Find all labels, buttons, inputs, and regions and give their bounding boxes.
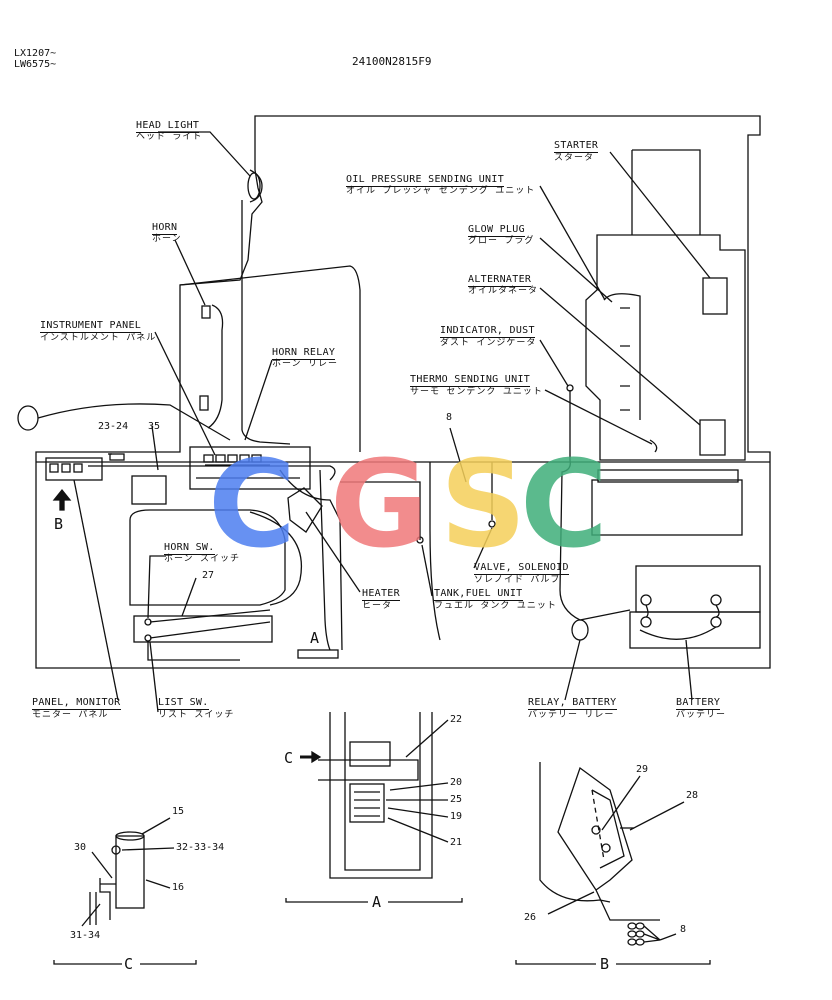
- horn-relay-label: HORN RELAY: [272, 347, 336, 360]
- part-number-31-34: 31-34: [70, 930, 101, 941]
- part-number-16: 16: [172, 882, 185, 893]
- horn-relay-label-jp: ホーン リレー: [272, 359, 338, 369]
- serial-range-1: LX1207~: [14, 48, 57, 59]
- part-number-20: 20: [450, 777, 463, 788]
- valve-solenoid-label: VALVE, SOLENOID: [474, 562, 569, 575]
- tank-fuel-label: TANK,FUEL UNIT: [434, 588, 523, 601]
- part-number-27: 27: [202, 570, 215, 581]
- battery-label: BATTERY: [676, 697, 721, 710]
- view-title-c: C: [124, 955, 134, 973]
- instrument-panel-label: INSTRUMENT PANEL: [40, 320, 142, 333]
- valve-solenoid-label-jp: ソレノイド バルブ: [474, 575, 561, 585]
- watermark-letter-1: C: [208, 436, 296, 575]
- relay-battery-label-jp: バッテリー リレー: [528, 710, 615, 720]
- watermark-letter-2: G: [330, 436, 429, 575]
- part-number-8-view-b: 8: [680, 924, 687, 935]
- thermo-sending-label-jp: サーモ センデンク ユニット: [410, 387, 543, 397]
- panel-monitor-label-jp: モニター パネル: [32, 710, 109, 720]
- machine-outline: [35, 115, 771, 669]
- part-number-28: 28: [686, 790, 699, 801]
- oil-pressure-label-jp: オイル プレッシャ センデング ユニット: [346, 186, 536, 196]
- serial-range-2: LW6575~: [14, 59, 57, 70]
- part-number-19: 19: [450, 811, 463, 822]
- watermark-letter-3: S: [440, 436, 526, 575]
- instrument-panel-label-jp: インストルメント パネル: [40, 333, 157, 343]
- part-number-32-33-34: 32-33-34: [176, 842, 225, 853]
- head-light-label-jp: ヘッド ライト: [136, 132, 203, 142]
- indicator-dust-label: INDICATOR, DUST: [440, 325, 535, 338]
- part-number: 24100N2815F9: [352, 55, 432, 68]
- alternater-label-jp: オイルタネータ: [468, 286, 539, 296]
- part-number-23-24: 23-24: [98, 421, 129, 432]
- part-number-21: 21: [450, 837, 463, 848]
- part-number-22: 22: [450, 714, 463, 725]
- horn-label-jp: ホーン: [152, 234, 182, 244]
- horn-label: HORN: [152, 222, 178, 235]
- glow-plug-label-jp: グロー プラグ: [468, 236, 535, 246]
- starter-label: STARTER: [554, 140, 599, 153]
- alternater-label: ALTERNATER: [468, 274, 532, 287]
- list-sw-label: LIST SW.: [158, 697, 209, 710]
- part-number-35: 35: [148, 421, 161, 432]
- head-light-label: HEAD LIGHT: [136, 120, 200, 133]
- watermark-letter-4: C: [520, 436, 608, 575]
- part-number-15: 15: [172, 806, 185, 817]
- part-number-30: 30: [74, 842, 87, 853]
- glow-plug-label: GLOW PLUG: [468, 224, 525, 237]
- heater-label: HEATER: [362, 588, 400, 601]
- part-number-25: 25: [450, 794, 463, 805]
- view-marker-a: A: [310, 629, 320, 647]
- indicator-dust-label-jp: ダスト インジケータ: [440, 338, 537, 348]
- battery-label-jp: バッテリー: [676, 710, 727, 720]
- view-title-a: A: [372, 893, 382, 911]
- view-marker-b: B: [54, 515, 64, 533]
- part-number-8: 8: [446, 412, 453, 423]
- oil-pressure-label: OIL PRESSURE SENDING UNIT: [346, 174, 505, 187]
- part-number-29: 29: [636, 764, 649, 775]
- part-number-26: 26: [524, 912, 537, 923]
- watermark: C G S C: [208, 436, 608, 575]
- thermo-sending-label: THERMO SENDING UNIT: [410, 374, 531, 387]
- relay-battery-label: RELAY, BATTERY: [528, 697, 617, 710]
- horn-sw-label-jp: ホーン スイッチ: [164, 554, 240, 564]
- heater-label-jp: ヒータ: [362, 601, 393, 611]
- starter-label-jp: スタータ: [554, 153, 595, 163]
- view-marker-c: C: [284, 749, 294, 767]
- panel-monitor-label: PANEL, MONITOR: [32, 697, 121, 710]
- view-title-b: B: [600, 955, 610, 973]
- horn-sw-label: HORN SW.: [164, 542, 215, 555]
- list-sw-label-jp: リスト スイッチ: [158, 710, 235, 720]
- tank-fuel-label-jp: フュエル タンク ユニット: [434, 601, 557, 611]
